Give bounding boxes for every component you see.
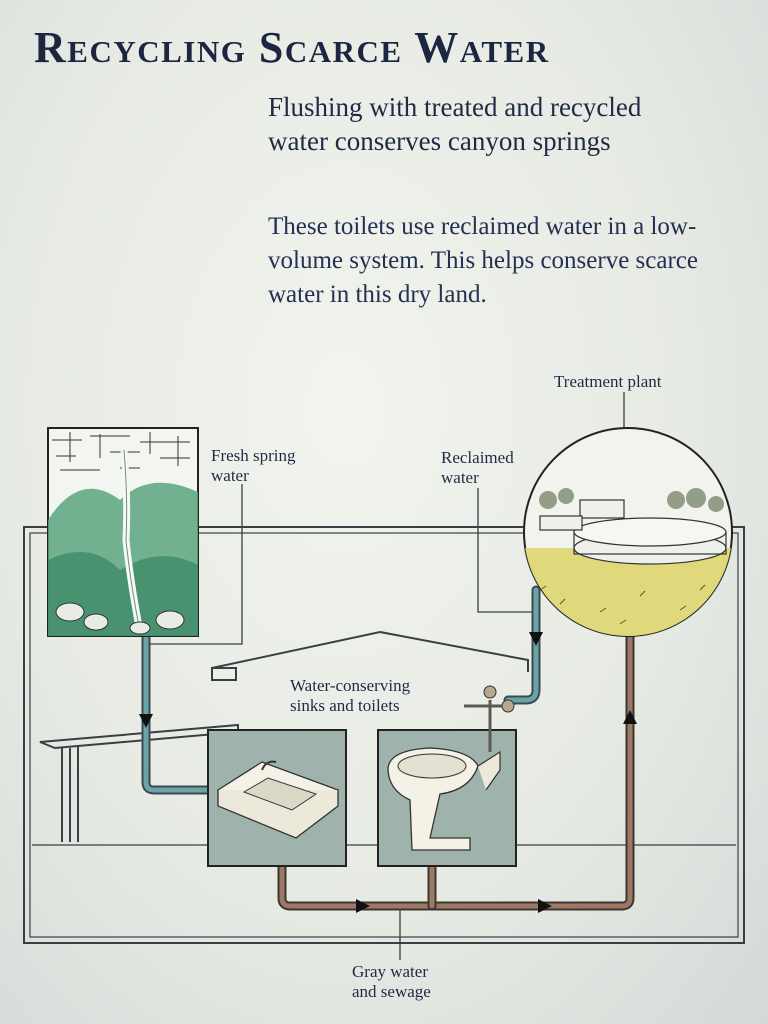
treatment-plant-illustration	[523, 427, 733, 637]
label-treatment-plant: Treatment plant	[554, 372, 662, 391]
label-reclaimed-line1: Reclaimed	[441, 448, 514, 467]
sink-illustration	[207, 729, 347, 867]
waterfall-illustration	[47, 427, 199, 637]
label-reclaimed-line2: water	[441, 468, 479, 487]
flow-arrow-icon	[623, 710, 637, 724]
label-fresh-spring-line1: Fresh spring	[211, 446, 296, 465]
gray-water-pipe	[277, 631, 635, 911]
flow-arrow-icon	[356, 899, 370, 913]
label-conserving-line1: Water-conserving	[290, 676, 411, 695]
sign-title: Recycling Scarce Water	[34, 23, 550, 72]
label-gray-water-sewage: Gray water and sewage	[352, 962, 431, 1002]
sign-body-text: These toilets use reclaimed water in a l…	[268, 213, 698, 308]
label-gray-line2: and sewage	[352, 982, 431, 1001]
label-reclaimed-water: Reclaimed water	[441, 448, 514, 488]
flow-arrow-icon	[529, 632, 543, 646]
label-conserving-line2: sinks and toilets	[290, 696, 400, 715]
sign-subtitle: Flushing with treated and recycled water…	[268, 92, 642, 156]
toilet-illustration	[377, 685, 517, 867]
flow-arrow-icon	[139, 714, 153, 728]
label-water-conserving: Water-conserving sinks and toilets	[290, 676, 410, 716]
leader-lines	[146, 392, 625, 960]
label-gray-line1: Gray water	[352, 962, 428, 981]
fresh-water-pipe	[141, 585, 541, 795]
flow-arrow-icon	[538, 899, 552, 913]
label-fresh-spring-water: Fresh spring water	[211, 446, 296, 486]
flow-arrows	[139, 632, 637, 913]
label-fresh-spring-line2: water	[211, 466, 249, 485]
